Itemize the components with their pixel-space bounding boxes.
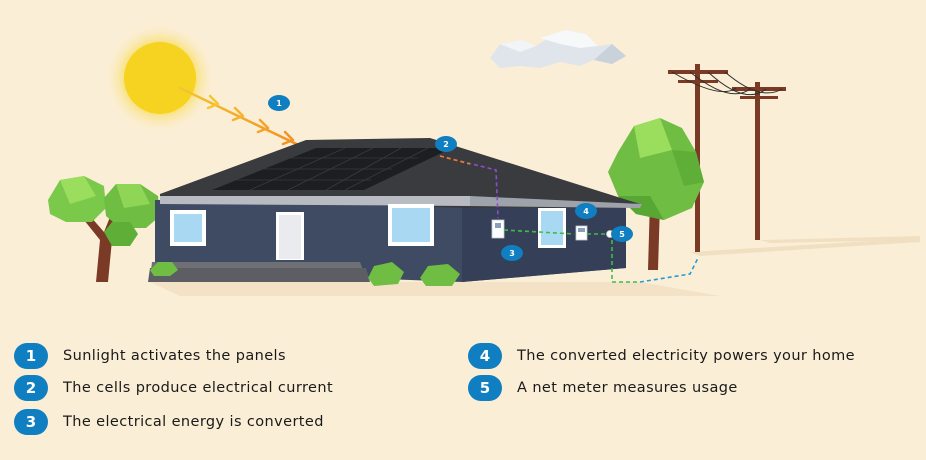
solar-house-scene: 1 2 3 4 5 (48, 22, 920, 296)
legend: 1 Sunlight activates the panels 2 The ce… (0, 330, 926, 460)
solar-panel-icon (212, 147, 452, 191)
marker-1: 1 (268, 95, 290, 111)
legend-item-2: 2 The cells produce electrical current (14, 375, 333, 401)
marker-5: 5 (611, 226, 633, 242)
legend-badge-1: 1 (14, 343, 48, 369)
svg-text:3: 3 (509, 249, 515, 258)
legend-text-4: The converted electricity powers your ho… (517, 348, 855, 364)
legend-text-5: A net meter measures usage (517, 380, 738, 396)
svg-text:1: 1 (276, 99, 282, 108)
inverter-icon (491, 219, 505, 239)
right-tree (608, 118, 704, 270)
legend-text-2: The cells produce electrical current (63, 380, 334, 396)
legend-badge-5: 5 (468, 375, 502, 401)
house (148, 138, 642, 286)
legend-item-3: 3 The electrical energy is converted (14, 409, 324, 435)
legend-badge-2: 2 (14, 375, 48, 401)
svg-text:5: 5 (619, 230, 625, 239)
marker-3: 3 (501, 245, 523, 261)
sun-icon (104, 22, 216, 134)
energy-flow-lines (439, 155, 699, 283)
legend-badge-4: 4 (468, 343, 502, 369)
cloud-icon (490, 30, 626, 68)
legend-item-4: 4 The converted electricity powers your … (468, 343, 855, 369)
left-tree (48, 176, 160, 282)
ground-shadows (150, 236, 920, 296)
legend-text-1: Sunlight activates the panels (63, 348, 286, 364)
marker-2: 2 (435, 136, 457, 152)
svg-text:2: 2 (443, 140, 449, 149)
legend-text-3: The electrical energy is converted (63, 414, 324, 430)
legend-item-1: 1 Sunlight activates the panels (14, 343, 286, 369)
legend-item-5: 5 A net meter measures usage (468, 375, 738, 401)
svg-text:4: 4 (583, 207, 589, 216)
legend-badge-3: 3 (14, 409, 48, 435)
marker-4: 4 (575, 203, 597, 219)
